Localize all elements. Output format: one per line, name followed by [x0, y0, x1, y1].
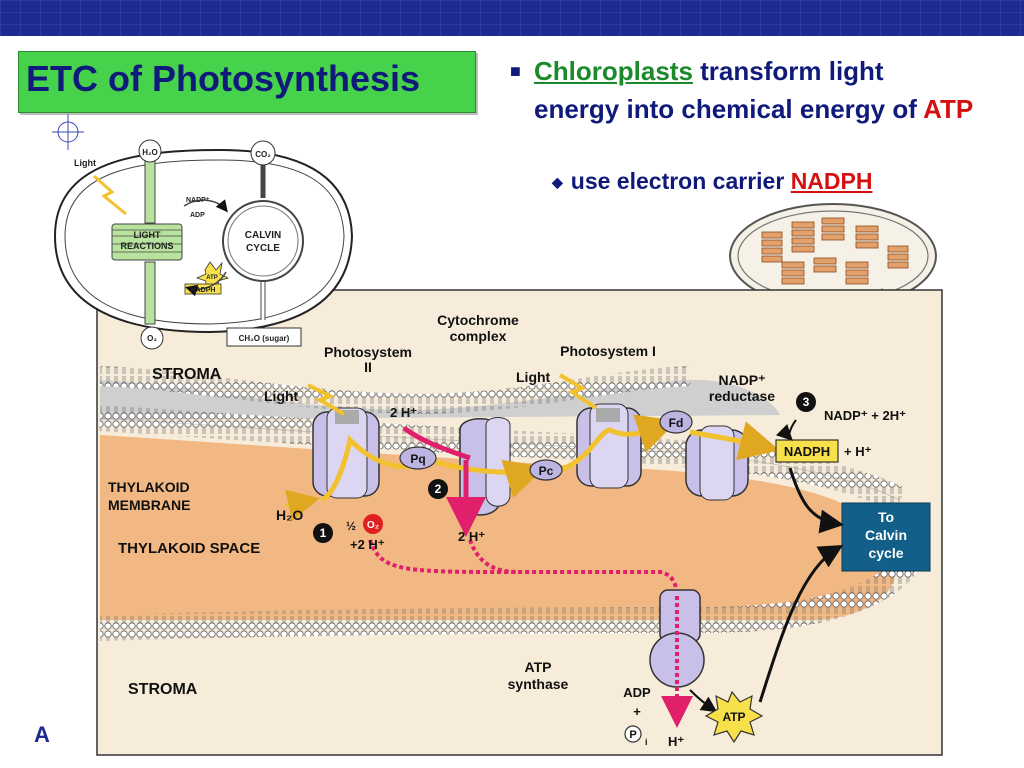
light-right-label: Light [516, 369, 551, 385]
cytochrome-line1: Cytochrome [437, 312, 519, 328]
photosystem-i-complex [576, 403, 642, 489]
cursor-crosshair-icon [52, 114, 84, 150]
nadp-plus-label: NADP⁺ + 2H⁺ [824, 408, 906, 423]
square-bullet-icon: ■ [510, 61, 521, 81]
step-3-marker [796, 392, 816, 412]
two-h-top-label: 2 H⁺ [390, 405, 417, 420]
lightning-icon [307, 383, 346, 416]
h-plus-right-label: + H⁺ [844, 444, 872, 459]
stroma-bottom-label: STROMA [128, 681, 198, 698]
pi-sub-label: i [645, 737, 648, 747]
header-grid-pattern [0, 0, 1024, 36]
atp-synthase-line2: synthase [508, 676, 569, 692]
o2-label: O₂ [367, 520, 379, 531]
ov-adp-label: ADP [190, 212, 205, 219]
photosystem-ii-line1: Photosystem [324, 344, 412, 360]
two-h-left-label: +2 H⁺ [350, 537, 385, 552]
nadp-reductase-complex [685, 425, 749, 501]
half-label: ½ [346, 519, 356, 533]
nadph-output-box [775, 439, 839, 463]
ferredoxin-carrier [659, 410, 693, 434]
upper-thylakoid-membrane [99, 405, 906, 512]
h2o-label: H₂O [276, 507, 303, 523]
h-plus-bottom-label: H⁺ [668, 734, 684, 749]
proton-path-top [402, 425, 471, 461]
thylakoid-membrane-line2: MEMBRANE [108, 497, 190, 513]
bullet-nadph: ◆ use electron carrier NADPH [552, 168, 872, 195]
atp-term: ATP [923, 94, 974, 124]
cytochrome-line2: complex [450, 328, 507, 344]
nadph-box-label: NADPH [784, 444, 830, 459]
lightning-small-icon [93, 174, 127, 216]
atp-synthase-line1: ATP [525, 659, 552, 675]
step-1-label: 1 [320, 526, 327, 540]
plus-label: + [633, 704, 641, 719]
to-calvin-line3: cycle [868, 545, 903, 561]
light-left-label: Light [264, 388, 299, 404]
to-calvin-line2: Calvin [865, 527, 907, 543]
ov-nadph-label: NADPH [191, 287, 216, 294]
ov-o2-label: O₂ [147, 334, 157, 343]
step-1-marker [313, 523, 333, 543]
photosystem-i-label: Photosystem I [560, 343, 656, 359]
proton-dotted-path [368, 539, 678, 591]
o2-molecule-icon [363, 514, 383, 534]
atp-star-icon [704, 690, 764, 744]
ov-nadp-label: NADP⁺ [186, 197, 210, 204]
step-3-label: 3 [803, 395, 810, 409]
slide-title: ETC of Photosynthesis [26, 58, 421, 99]
phosphate-icon [624, 725, 642, 743]
lightning-icon [558, 373, 598, 410]
diamond-bullet-icon: ◆ [552, 174, 563, 190]
step-2-marker [428, 479, 448, 499]
grana-stacks [761, 217, 909, 285]
plastoquinone-carrier [399, 446, 437, 470]
atp-to-calvin-arrow [758, 544, 844, 703]
ov-calvin-line1: CALVIN [245, 230, 281, 241]
chloroplasts-term: Chloroplasts [534, 56, 693, 86]
ov-light-reactions-line1: LIGHT [134, 230, 161, 240]
lower-thylakoid-membrane [99, 552, 921, 641]
fd-label: Fd [669, 416, 684, 430]
atp-star-label: ATP [722, 710, 745, 724]
ov-light-reactions-line2: REACTIONS [120, 241, 173, 251]
outer-membrane [99, 366, 691, 415]
pi-label: P [629, 729, 636, 741]
ov-light-label: Light [74, 158, 96, 168]
nadp-reductase-line1: NADP⁺ [718, 372, 765, 388]
pc-label: Pc [539, 464, 554, 478]
bullet1-text: transform light energy into chemical ene… [534, 56, 924, 124]
thylakoid-membrane-line1: THYLAKOID [108, 479, 190, 495]
plastocyanin-carrier [529, 459, 563, 481]
ov-calvin-line2: CYCLE [246, 243, 280, 254]
footer-fragment: A [34, 722, 50, 747]
to-calvin-line1: To [878, 509, 894, 525]
thylakoid-space-label: THYLAKOID SPACE [118, 540, 260, 557]
ov-co2-label: CO₂ [255, 150, 271, 159]
electron-path-reductase [689, 421, 780, 461]
overview-inset [53, 139, 354, 350]
title-box [18, 51, 476, 113]
pq-label: Pq [410, 452, 425, 466]
adp-label: ADP [623, 685, 651, 700]
ov-sugar-label: CH₂O (sugar) [239, 334, 290, 343]
step-2-label: 2 [435, 482, 442, 496]
nadph-term: NADPH [790, 168, 873, 194]
ov-h2o-label: H₂O [142, 148, 158, 157]
photosystem-ii-line2: II [364, 359, 372, 375]
two-h-mid-label: 2 H⁺ [458, 529, 485, 544]
bullet2-text: use electron carrier [570, 168, 791, 194]
nadph-to-calvin-arrow [788, 467, 844, 534]
to-calvin-cycle-box [841, 502, 931, 572]
electron-path-ps1 [559, 414, 678, 473]
ov-atp-label: ATP [206, 275, 218, 281]
nadp-reductase-line2: reductase [709, 388, 775, 404]
stroma-top-label: STROMA [152, 366, 222, 383]
